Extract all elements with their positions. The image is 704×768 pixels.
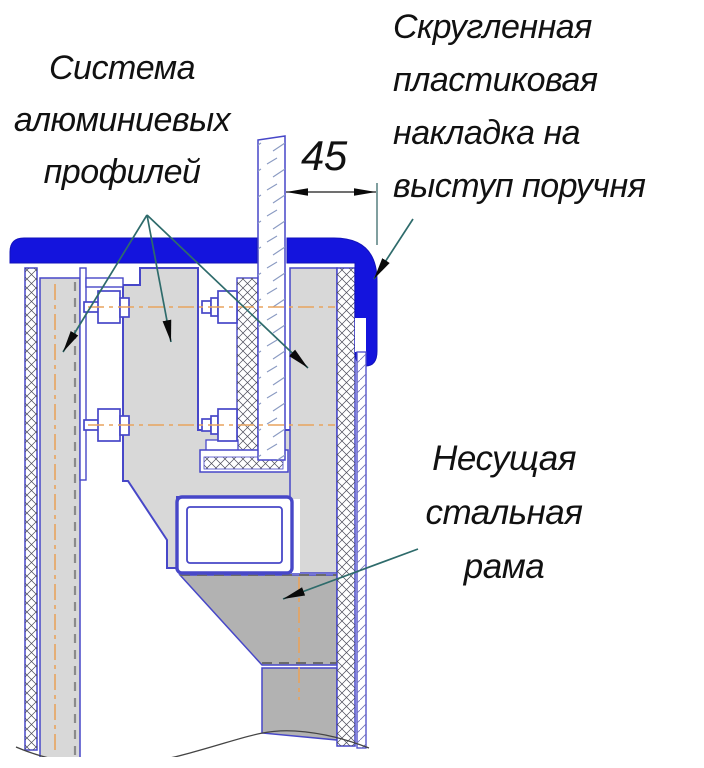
right-thin-strip xyxy=(356,351,367,749)
break-mask xyxy=(0,757,704,768)
handrail-plastic-cover xyxy=(9,237,378,367)
label-aluminum-system: Система алюминиевых профилей xyxy=(13,49,231,191)
steel-tube-section xyxy=(175,495,294,575)
label-dimension-45: 45 xyxy=(301,132,347,179)
steel-frame-shapes xyxy=(178,574,338,741)
centerlines xyxy=(54,284,335,752)
glass-panel xyxy=(257,135,286,461)
leader-plastic-cover xyxy=(373,218,414,280)
leader-steel-frame xyxy=(282,548,419,600)
right-gasket-strips xyxy=(336,267,356,747)
leader-aluminum-3 xyxy=(146,214,309,369)
right-aluminum-column xyxy=(289,267,338,574)
leader-aluminum-2 xyxy=(146,214,172,343)
bolts-right xyxy=(201,290,238,442)
label-plastic-cover: Скругленная пластиковая накладка на выст… xyxy=(393,8,646,205)
left-wall-strips xyxy=(24,267,81,761)
label-steel-frame: Несущая стальная рама xyxy=(425,439,583,586)
dimension-45 xyxy=(286,183,378,245)
leader-lines xyxy=(62,214,419,600)
leader-aluminum-1 xyxy=(62,214,148,353)
aluminum-profile-slab xyxy=(79,267,293,569)
